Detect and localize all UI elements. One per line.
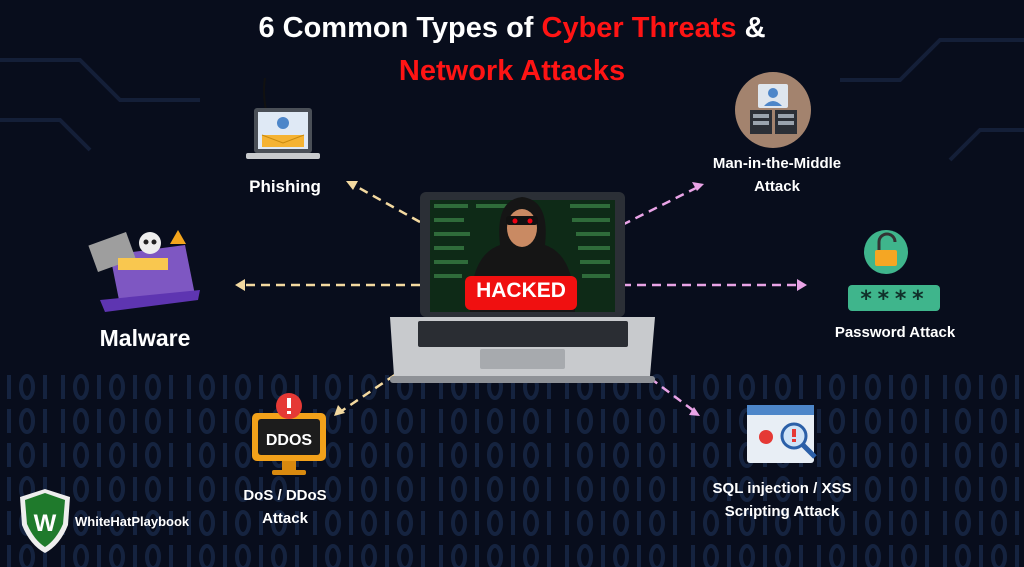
arrow-phishing — [351, 182, 421, 224]
arrow-mitm — [621, 185, 699, 227]
binary-background — [0, 370, 1024, 567]
ddos-monitor-icon: DDOS — [252, 393, 326, 475]
bug-search-icon — [747, 405, 817, 463]
brand-name: WhiteHatPlaybook — [75, 514, 190, 529]
hacked-laptop-icon — [390, 192, 655, 383]
unlock-icon — [848, 230, 940, 311]
page-title-line2: Network Attacks — [398, 55, 626, 87]
label-password: Password Attack — [834, 324, 956, 341]
server-user-icon — [735, 72, 811, 148]
arrow-sql — [649, 377, 695, 412]
brand-logo-icon: W — [20, 489, 70, 553]
phishing-laptop-icon — [246, 77, 320, 159]
screen-code-dashes — [434, 204, 610, 278]
svg-text:W: W — [34, 510, 57, 537]
hacked-badge: HACKED — [476, 279, 566, 302]
ddos-icon-text: DDOS — [266, 432, 313, 449]
page-title-line1: 6 Common Types of Cyber Threats & — [258, 12, 766, 44]
label-phishing: Phishing — [249, 177, 321, 196]
label-malware: Malware — [99, 325, 191, 351]
circuit-lines — [0, 38, 1024, 162]
masked-password: **** — [860, 287, 929, 312]
malware-laptop-icon — [88, 230, 200, 312]
